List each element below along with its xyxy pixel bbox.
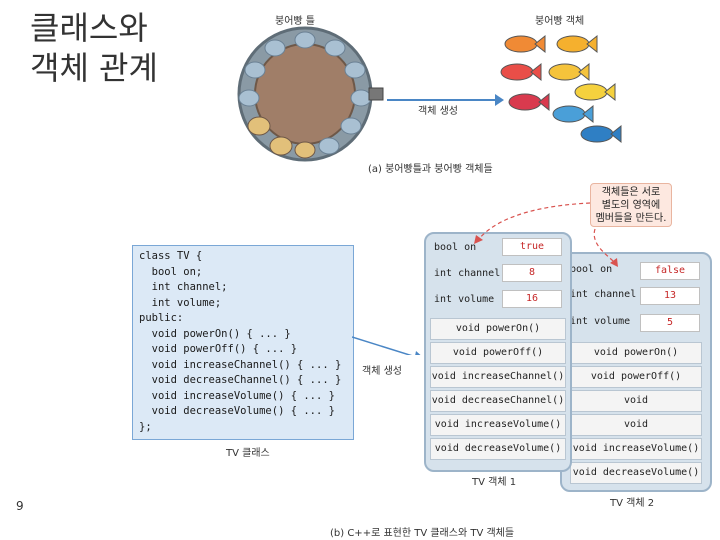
code-line: void decreaseChannel() { ... } — [139, 374, 342, 386]
tv-class-label: TV 클래스 — [226, 448, 270, 459]
fish-mold-illustration — [237, 26, 384, 162]
code-line: class TV { — [139, 250, 203, 262]
tv-object-1-label: TV 객체 1 — [472, 477, 517, 488]
method-decrease-volume: void decreaseVolume() — [430, 438, 566, 460]
slide-title: 클래스와 객체 관계 — [30, 8, 158, 88]
code-line: public: — [139, 312, 184, 324]
create-object-arrow-a — [387, 94, 504, 106]
field-label: bool on — [570, 264, 613, 275]
code-line: void increaseChannel() { ... } — [139, 358, 342, 371]
field-label: int channel — [434, 268, 501, 279]
method-power-off: void powerOff() — [430, 342, 566, 364]
tv-class-code: class TV { bool on; int channel; int vol… — [132, 245, 354, 440]
tv-object-2: bool on false int channel 13 int volume … — [560, 252, 712, 492]
code-line: void decreaseVolume() { ... } — [139, 405, 335, 417]
create-object-arrow-b — [352, 336, 421, 355]
method-increase-volume: void increaseVolume() — [570, 438, 702, 460]
callout-arrows — [474, 202, 618, 267]
field-label: int channel — [570, 289, 637, 300]
arrow-label-a: 객체 생성 — [418, 106, 458, 117]
fish-objects-illustration — [500, 34, 622, 144]
field-value: 8 — [502, 264, 562, 282]
code-line: }; — [139, 420, 152, 433]
code-line: void increaseVolume() { ... } — [139, 389, 335, 402]
tv-object-2-label: TV 객체 2 — [610, 498, 655, 509]
page-number: 9 — [16, 499, 24, 513]
method-increase-channel: void increaseChannel() — [570, 390, 702, 426]
title-line-2: 객체 관계 — [30, 49, 158, 87]
field-label: int volume — [434, 294, 495, 305]
field-value: true — [502, 238, 562, 256]
field-label: bool on — [434, 242, 477, 253]
method-power-on: void powerOn() — [570, 342, 702, 364]
field-value: 16 — [502, 290, 562, 308]
method-increase-channel: void increaseChannel() — [430, 366, 566, 388]
code-line: int channel; — [139, 281, 228, 293]
code-line: void powerOff() { ... } — [139, 343, 298, 355]
method-decrease-volume: void decreaseVolume() — [570, 462, 702, 484]
callout-bubble: 객체들은 서로 별도의 영역에 멤버들을 만든다. — [590, 183, 672, 227]
code-line: int volume; — [139, 296, 222, 309]
field-value: 5 — [640, 314, 700, 332]
tv-object-1: bool on true int channel 8 int volume 16… — [424, 232, 572, 472]
arrow-label-b: 객체 생성 — [362, 366, 402, 377]
objects-label: 붕어빵 객체 — [535, 16, 585, 27]
method-decrease-channel: void decreaseChannel() — [430, 390, 566, 412]
field-value: false — [640, 262, 700, 280]
field-value: 13 — [640, 287, 700, 305]
caption-a: (a) 붕어빵틀과 붕어빵 객체들 — [368, 164, 493, 175]
callout-line: 멤버들을 만든다. — [595, 213, 667, 224]
caption-b: (b) C++로 표현한 TV 클래스와 TV 객체들 — [330, 528, 515, 539]
code-line: void powerOn() { ... } — [139, 327, 291, 340]
code-line: bool on; — [139, 265, 203, 278]
mold-label: 붕어빵 틀 — [275, 16, 315, 27]
callout-line: 객체들은 서로 — [601, 187, 661, 198]
method-decrease-channel: void decreaseChannel() — [570, 414, 702, 450]
method-power-off: void powerOff() — [570, 366, 702, 388]
callout-line: 별도의 영역에 — [601, 200, 661, 211]
title-line-1: 클래스와 — [30, 9, 148, 47]
method-power-on: void powerOn() — [430, 318, 566, 340]
field-label: int volume — [570, 316, 631, 327]
method-increase-volume: void increaseVolume() — [430, 414, 566, 436]
